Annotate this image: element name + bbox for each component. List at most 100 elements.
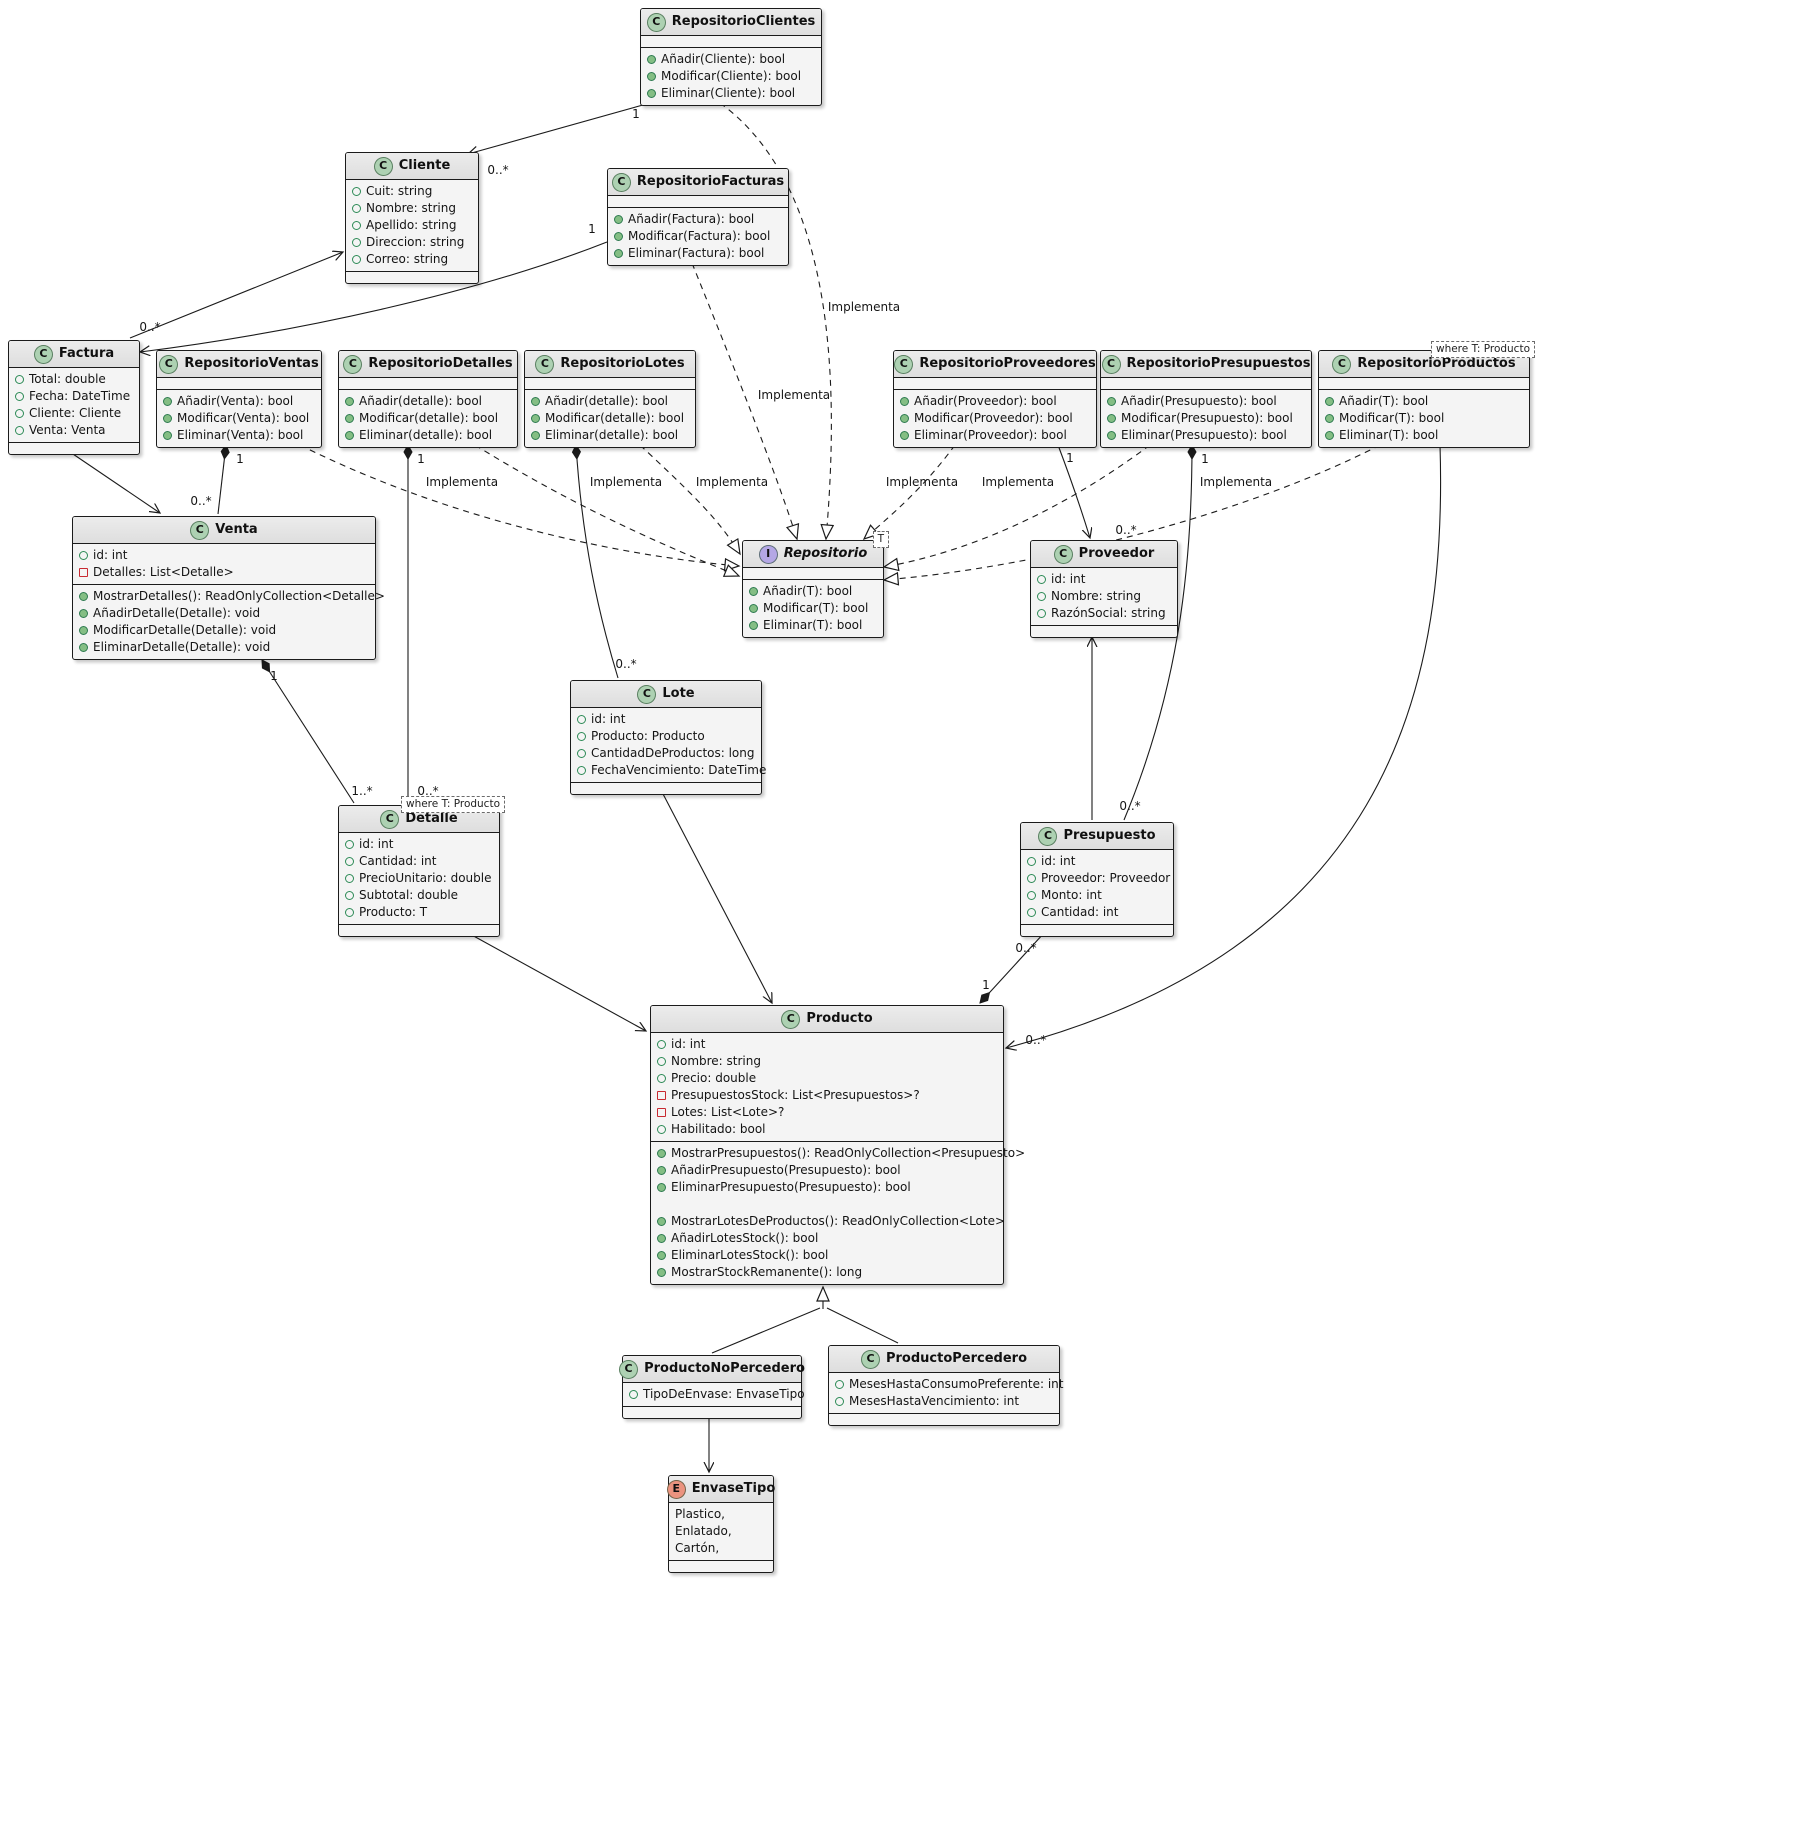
public-method-icon [79,609,88,618]
member-text: Plastico, [675,1507,725,1521]
member: Lotes: List<Lote>? [657,1104,997,1121]
class-title: RepositorioPresupuestos [1126,356,1311,371]
public-method-icon [79,643,88,652]
member-text: Cantidad: int [359,854,437,868]
member: MesesHastaVencimiento: int [835,1393,1053,1410]
member-text: Modificar(Venta): bool [177,411,310,425]
class-icon: C [611,172,631,192]
member-text: id: int [591,712,626,726]
public-field-icon [835,1380,844,1389]
class-icon: C [1101,354,1121,374]
class-icon: C [373,156,393,176]
edge-impl-ventas [299,444,741,572]
class-title: Factura [58,346,115,361]
member: MostrarPresupuestos(): ReadOnlyCollectio… [657,1145,1025,1162]
edge-impl-detalles [474,444,741,577]
public-field-icon [577,766,586,775]
class-icon: C [1053,544,1073,564]
public-method-icon [900,414,909,423]
member-text: Detalles: List<Detalle> [93,565,234,579]
member: Nombre: string [657,1053,997,1070]
member-text: Direccion: string [366,235,465,249]
public-method-icon [79,626,88,635]
public-method-icon [345,431,354,440]
member: Modificar(T): bool [749,600,877,617]
member: Añadir(T): bool [749,583,877,600]
member: TipoDeEnvase: EnvaseTipo [629,1386,805,1403]
member-text: Eliminar(Venta): bool [177,428,304,442]
member: Modificar(detalle): bool [531,410,689,427]
public-field-icon [352,204,361,213]
member: Eliminar(Proveedor): bool [900,427,1090,444]
public-field-icon [352,187,361,196]
member-text: RazónSocial: string [1051,606,1166,620]
member-text: Añadir(T): bool [763,584,853,598]
member-text: Modificar(Proveedor): bool [914,411,1073,425]
member-text: Nombre: string [1051,589,1141,603]
member: Modificar(Venta): bool [163,410,315,427]
attributes-section [743,567,883,579]
member: Fecha: DateTime [15,388,133,405]
edge-impl-presupuestos [882,444,1151,572]
member: Apellido: string [352,217,472,234]
member-text: FechaVencimiento: DateTime [591,763,767,777]
class-icon: C [1332,354,1352,374]
member: CantidadDeProductos: long [577,745,755,762]
methods-section: MostrarPresupuestos(): ReadOnlyCollectio… [651,1141,1025,1284]
public-field-icon [577,715,586,724]
edge-rlotes-lote [571,443,619,679]
member-text: Añadir(T): bool [1339,394,1429,408]
public-field-icon [657,1074,666,1083]
public-method-icon [531,431,540,440]
member: Habilitado: bool [657,1121,997,1138]
member: EliminarLotesStock(): bool [657,1247,997,1264]
class-title: Venta [215,522,258,537]
member: Eliminar(T): bool [1325,427,1523,444]
member: RazónSocial: string [1037,605,1171,622]
class-title: RepositorioProveedores [919,356,1096,371]
member: Añadir(Proveedor): bool [900,393,1090,410]
member: Modificar(Presupuesto): bool [1107,410,1305,427]
member-text: AñadirLotesStock(): bool [671,1231,819,1245]
member: Nombre: string [1037,588,1171,605]
public-field-icon [1037,575,1046,584]
member-text: Proveedor: Proveedor [1041,871,1171,885]
member: Modificar(Proveedor): bool [900,410,1090,427]
edge-lote-producto [661,791,772,1003]
member-text: Correo: string [366,252,449,266]
edge-rventas-venta [217,443,230,515]
member: Modificar(T): bool [1325,410,1523,427]
member: MostrarDetalles(): ReadOnlyCollection<De… [79,588,385,605]
member: Detalles: List<Detalle> [79,564,369,581]
edge-detalle-producto [469,933,646,1031]
member: Direccion: string [352,234,472,251]
member: id: int [577,711,755,728]
member: MesesHastaConsumoPreferente: int [835,1376,1063,1393]
member-text: Habilitado: bool [671,1122,766,1136]
member-text: Venta: Venta [29,423,106,437]
member-text: Enlatado, [675,1524,732,1538]
class-title: Detalle [405,811,458,826]
public-field-icon [1027,891,1036,900]
public-field-icon [577,749,586,758]
member-text: Cliente: Cliente [29,406,122,420]
member: PresupuestosStock: List<Presupuestos>? [657,1087,997,1104]
member: Proveedor: Proveedor [1027,870,1171,887]
attributes-section [157,377,321,389]
member: AñadirDetalle(Detalle): void [79,605,369,622]
methods-section [571,782,761,794]
edge-impl-lotes [639,444,741,556]
public-field-icon [1027,908,1036,917]
class-icon: C [646,12,666,32]
